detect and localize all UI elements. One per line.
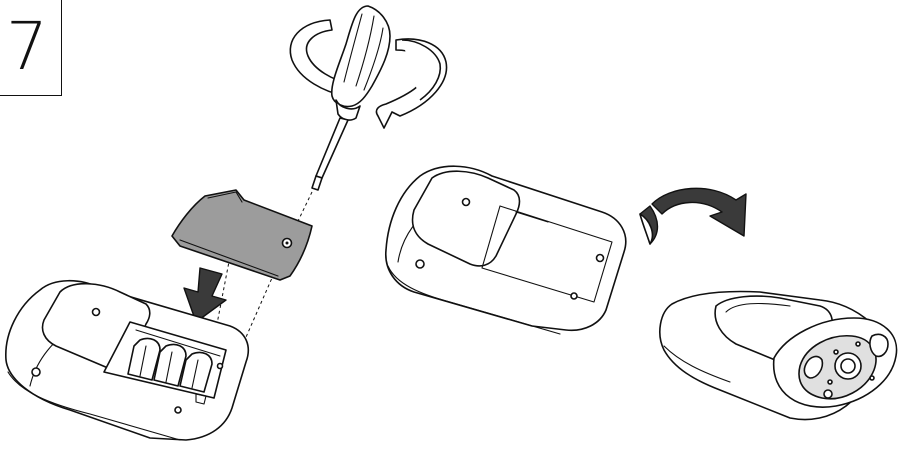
step-number-box: 7 (0, 0, 62, 96)
device-open (5, 279, 250, 441)
flip-arrow-icon (639, 187, 747, 245)
step-number: 7 (6, 8, 48, 85)
device-front-view (659, 290, 898, 421)
down-arrow-icon (183, 267, 227, 323)
battery-cover (171, 189, 313, 281)
screwdriver-icon (289, 5, 448, 191)
device-closed (385, 165, 627, 335)
screw-guide-line (235, 191, 313, 361)
